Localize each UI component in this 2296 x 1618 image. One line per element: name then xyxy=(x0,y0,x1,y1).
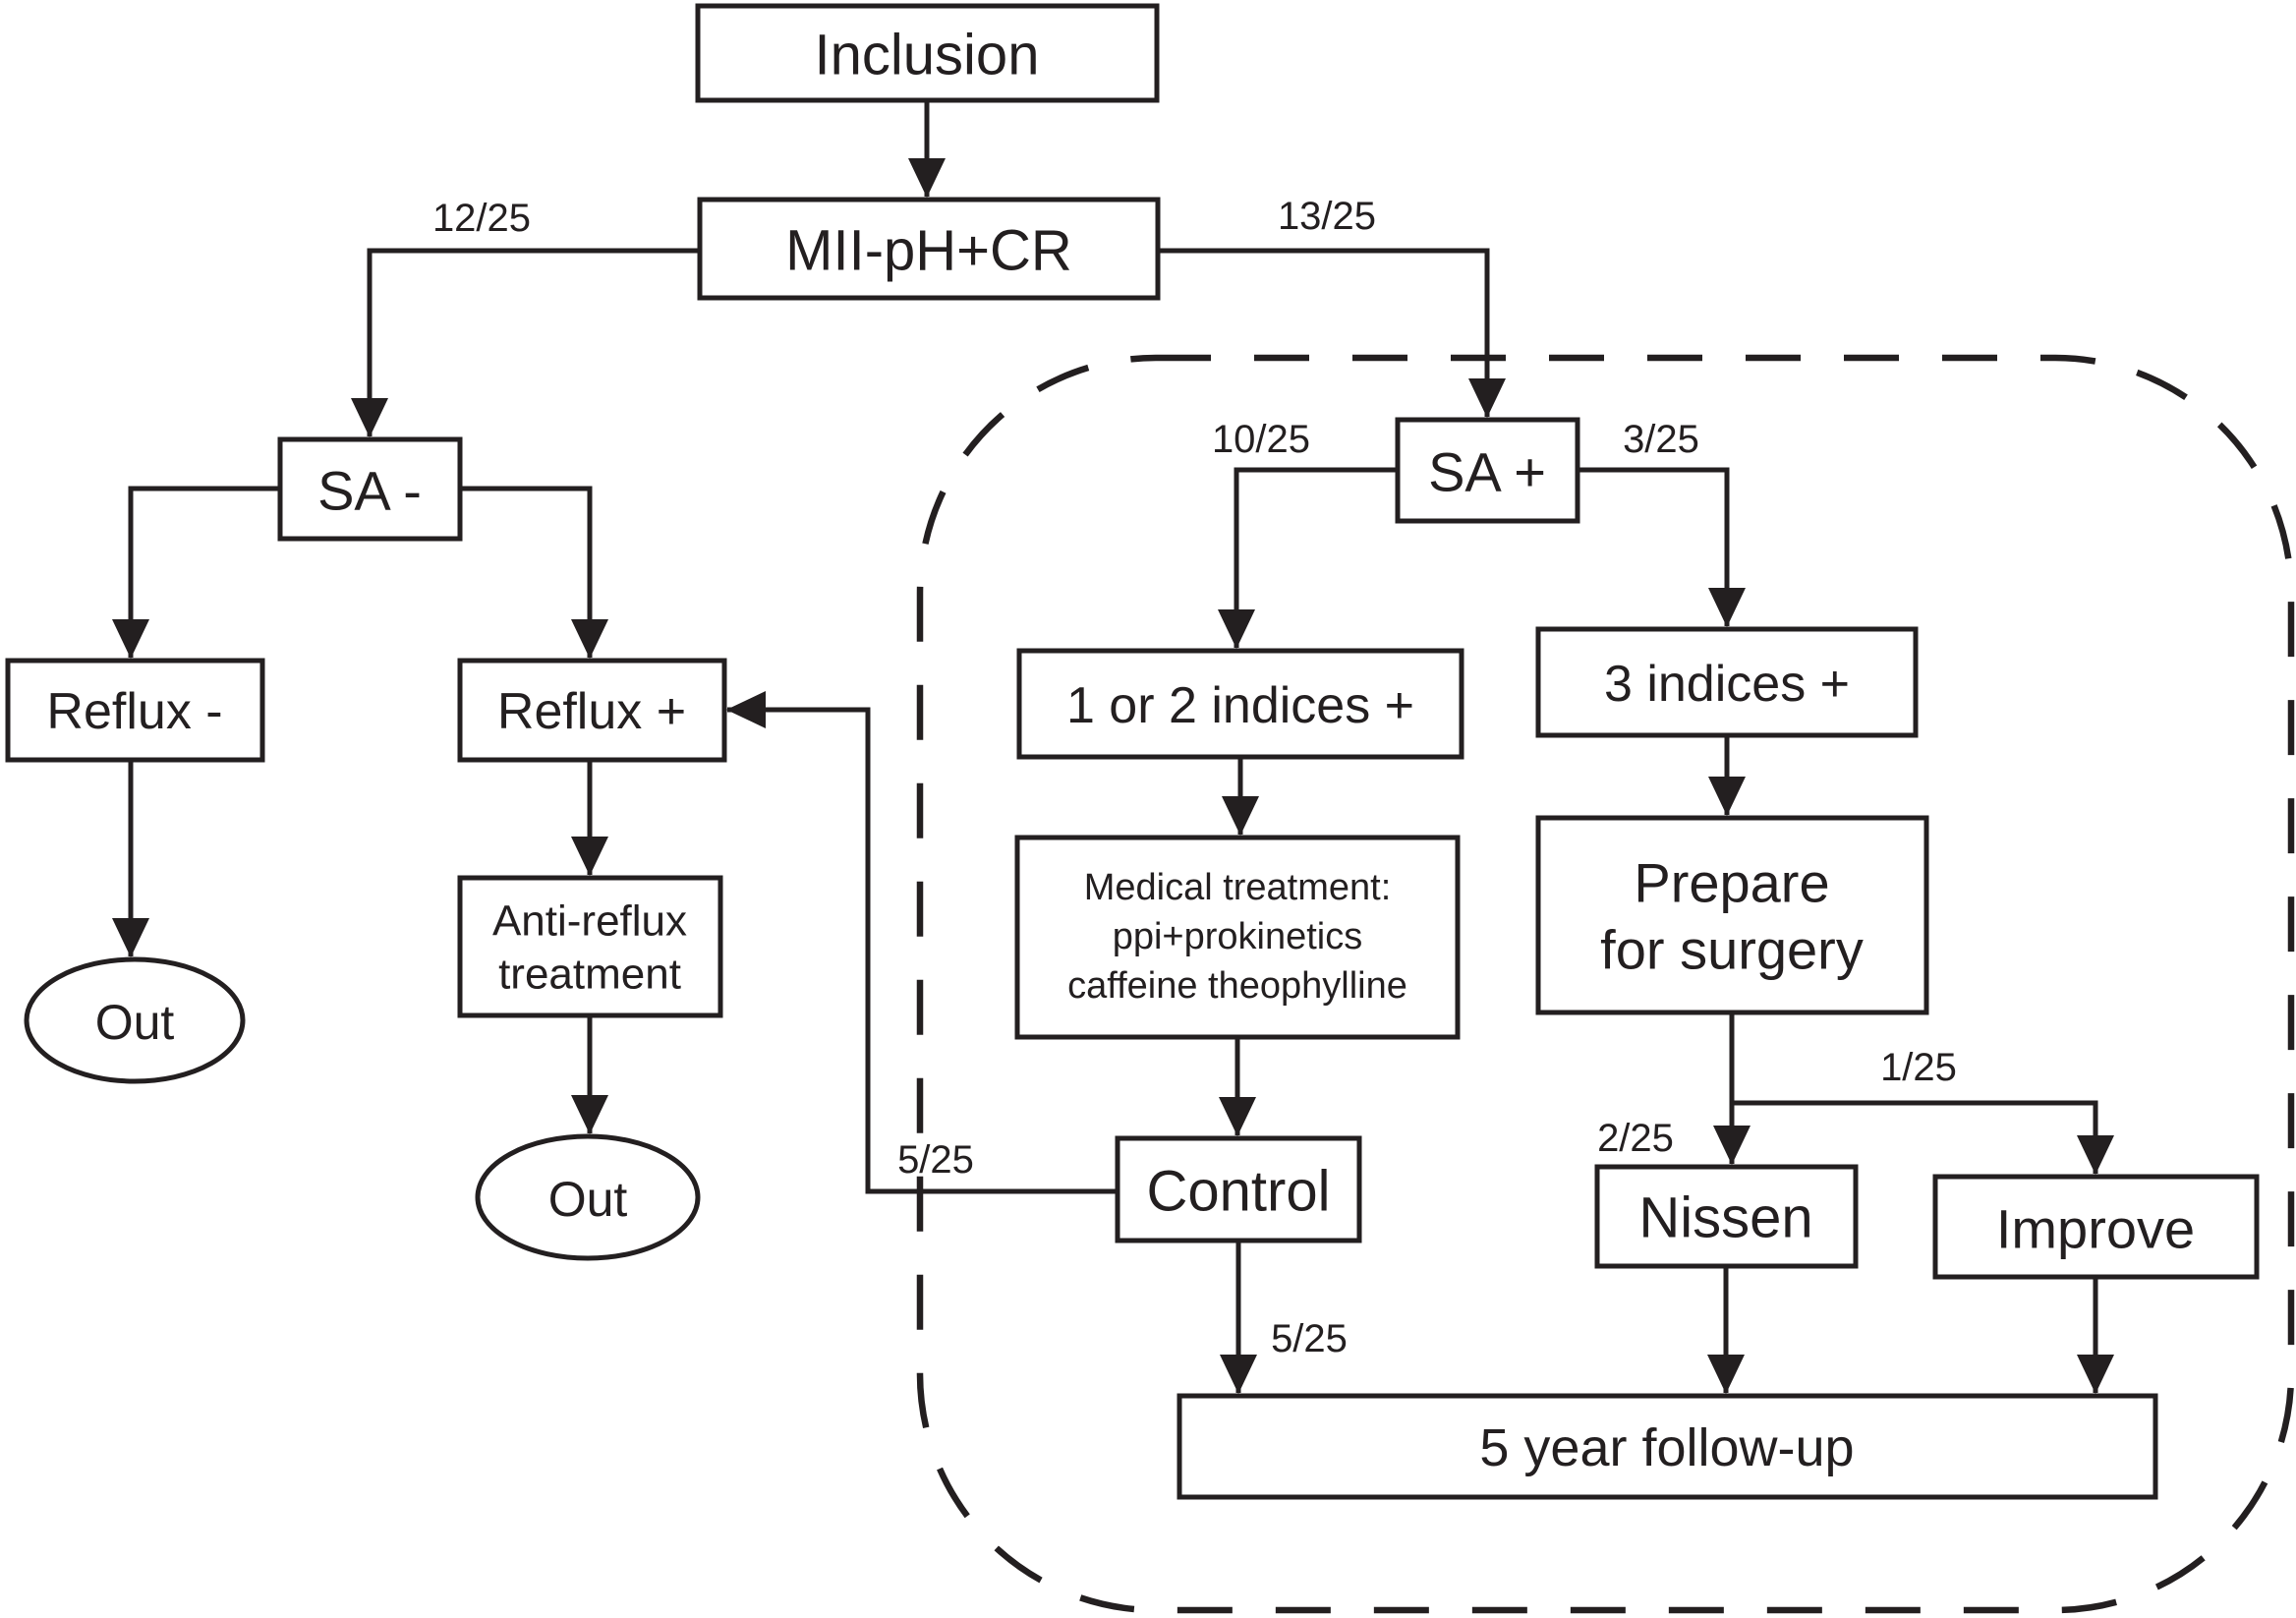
node-mii-ph-cr: MII-pH+CR xyxy=(697,197,1161,301)
node-sa-minus: SA - xyxy=(277,436,463,542)
node-reflux-minus-label: Reflux - xyxy=(46,683,222,740)
node-improve-box xyxy=(1932,1174,2260,1280)
node-indices-1or2: 1 or 2 indices + xyxy=(1016,648,1464,760)
dashed-group-boundary xyxy=(916,354,2295,1614)
edge-label-control-to-followup: 5/25 xyxy=(1271,1317,1348,1360)
node-indices-3: 3 indices + xyxy=(1535,626,1919,738)
node-improve: Improve xyxy=(1932,1174,2260,1280)
node-sa-minus-label: SA - xyxy=(317,460,422,522)
node-followup-box xyxy=(1177,1393,2158,1500)
node-anti-reflux-line1: Anti-reflux xyxy=(492,897,687,946)
edge-sa-minus-to-reflux-plus xyxy=(460,486,608,659)
node-reflux-minus: Reflux - xyxy=(5,658,265,763)
node-improve-label: Improve xyxy=(1996,1198,2195,1260)
edge-mii-to-sa-minus xyxy=(351,248,700,437)
node-reflux-plus-label: Reflux + xyxy=(497,683,686,740)
edge-label-mii-to-sa-plus: 13/25 xyxy=(1278,195,1376,238)
node-nissen: Nissen xyxy=(1594,1164,1859,1269)
node-mii-ph-cr-label: MII-pH+CR xyxy=(785,219,1072,283)
node-medical-treatment-line1: Medical treatment: xyxy=(1084,867,1392,908)
node-followup-label: 5 year follow-up xyxy=(1479,1418,1854,1477)
edge-label-control-to-reflux-plus: 5/25 xyxy=(897,1138,974,1182)
node-inclusion-label: Inclusion xyxy=(815,24,1040,87)
node-followup: 5 year follow-up xyxy=(1177,1393,2158,1500)
edge-sa-plus-to-indices-3 xyxy=(1578,467,1746,627)
node-reflux-plus: Reflux + xyxy=(457,658,727,763)
node-nissen-box xyxy=(1594,1164,1859,1269)
edge-sa-minus-to-reflux-minus xyxy=(112,486,280,659)
node-out-center-label: Out xyxy=(548,1172,628,1227)
node-sa-plus: SA + xyxy=(1395,417,1580,524)
node-sa-plus-label: SA + xyxy=(1428,441,1546,503)
edge-label-prepare-to-nissen: 2/25 xyxy=(1597,1117,1674,1160)
node-reflux-minus-box xyxy=(5,658,265,763)
node-anti-reflux-line2: treatment xyxy=(498,951,681,999)
edge-control-to-reflux-plus xyxy=(726,691,1118,1194)
node-indices-3-label: 3 indices + xyxy=(1604,656,1850,713)
edge-mii-to-sa-plus xyxy=(1158,248,1506,418)
node-prepare-surgery-line2: for surgery xyxy=(1600,919,1864,981)
node-anti-reflux-box xyxy=(457,875,723,1018)
node-indices-1or2-label: 1 or 2 indices + xyxy=(1066,677,1414,734)
node-out-left-label: Out xyxy=(95,995,175,1050)
node-control-label: Control xyxy=(1147,1160,1331,1224)
node-medical-treatment-line2: ppi+prokinetics xyxy=(1113,916,1363,957)
node-sa-minus-box xyxy=(277,436,463,542)
node-anti-reflux: Anti-reflux treatment xyxy=(457,875,723,1018)
node-prepare-surgery: Prepare for surgery xyxy=(1535,815,1929,1015)
node-inclusion-box xyxy=(695,3,1160,103)
node-prepare-surgery-line1: Prepare xyxy=(1634,852,1829,914)
node-sa-plus-box xyxy=(1395,417,1580,524)
node-control: Control xyxy=(1115,1135,1362,1243)
edge-label-prepare-to-improve: 1/25 xyxy=(1880,1046,1957,1089)
node-nissen-label: Nissen xyxy=(1638,1186,1812,1250)
node-reflux-plus-box xyxy=(457,658,727,763)
node-medical-treatment: Medical treatment: ppi+prokinetics caffe… xyxy=(1014,835,1461,1040)
node-indices-1or2-box xyxy=(1016,648,1464,760)
node-out-center: Out xyxy=(475,1133,701,1261)
node-out-center-ellipse xyxy=(475,1133,701,1261)
node-mii-ph-cr-box xyxy=(697,197,1161,301)
edge-sa-plus-to-indices-1or2 xyxy=(1218,467,1398,649)
node-out-left: Out xyxy=(24,956,246,1084)
node-indices-3-box xyxy=(1535,626,1919,738)
node-medical-treatment-line3: caffeine theophylline xyxy=(1067,965,1407,1007)
node-medical-treatment-box xyxy=(1014,835,1461,1040)
edge-label-sa-plus-to-indices-3: 3/25 xyxy=(1623,418,1699,461)
node-prepare-surgery-box xyxy=(1535,815,1929,1015)
edge-label-mii-to-sa-minus: 12/25 xyxy=(432,197,531,240)
edge-prepare-to-improve xyxy=(1732,1100,2114,1175)
node-out-left-ellipse xyxy=(24,956,246,1084)
node-inclusion: Inclusion xyxy=(695,3,1160,103)
edge-label-sa-plus-to-indices-1or2: 10/25 xyxy=(1212,418,1310,461)
node-control-box xyxy=(1115,1135,1362,1243)
